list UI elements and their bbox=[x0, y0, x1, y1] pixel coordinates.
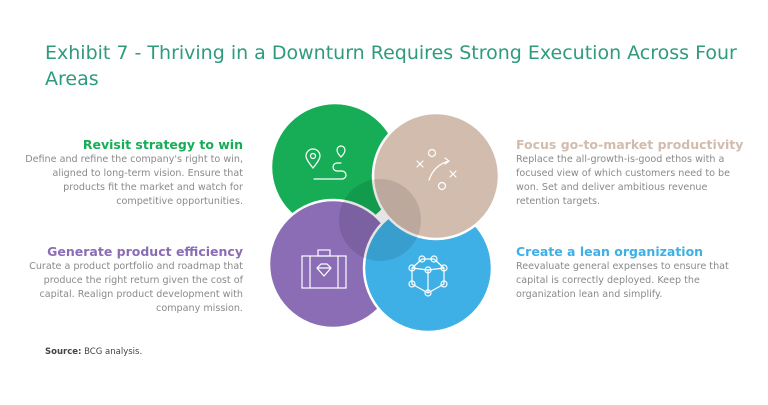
source-text: BCG analysis. bbox=[81, 347, 143, 357]
area-description: Replace the all-growth-is-good ethos wit… bbox=[516, 154, 730, 207]
area-strategy: Revisit strategy to win Define and refin… bbox=[13, 137, 243, 209]
area-description: Reevaluate general expenses to ensure th… bbox=[516, 261, 729, 300]
area-product: Generate product efficiency Curate a pro… bbox=[13, 244, 243, 316]
center-overlap bbox=[339, 179, 421, 261]
area-go-to-market: Focus go-to-market productivity Replace … bbox=[516, 137, 746, 209]
network-cube-icon bbox=[408, 255, 448, 297]
strategy-play-icon bbox=[416, 148, 457, 191]
area-organization: Create a lean organization Reevaluate ge… bbox=[516, 244, 746, 302]
area-heading: Focus go-to-market productivity bbox=[516, 137, 744, 152]
source-note: Source: BCG analysis. bbox=[45, 347, 142, 357]
exhibit-title: Exhibit 7 - Thriving in a Downturn Requi… bbox=[45, 42, 737, 90]
area-description: Define and refine the company's right to… bbox=[25, 154, 243, 207]
briefcase-diamond-icon bbox=[301, 249, 347, 289]
area-heading: Revisit strategy to win bbox=[82, 137, 243, 152]
source-label: Source: bbox=[45, 347, 82, 357]
circle-go-to-market bbox=[371, 111, 501, 241]
area-heading: Generate product efficiency bbox=[47, 244, 243, 259]
area-heading: Create a lean organization bbox=[516, 244, 704, 259]
area-description: Curate a product portfolio and roadmap t… bbox=[29, 261, 243, 314]
map-route-icon bbox=[305, 145, 347, 180]
